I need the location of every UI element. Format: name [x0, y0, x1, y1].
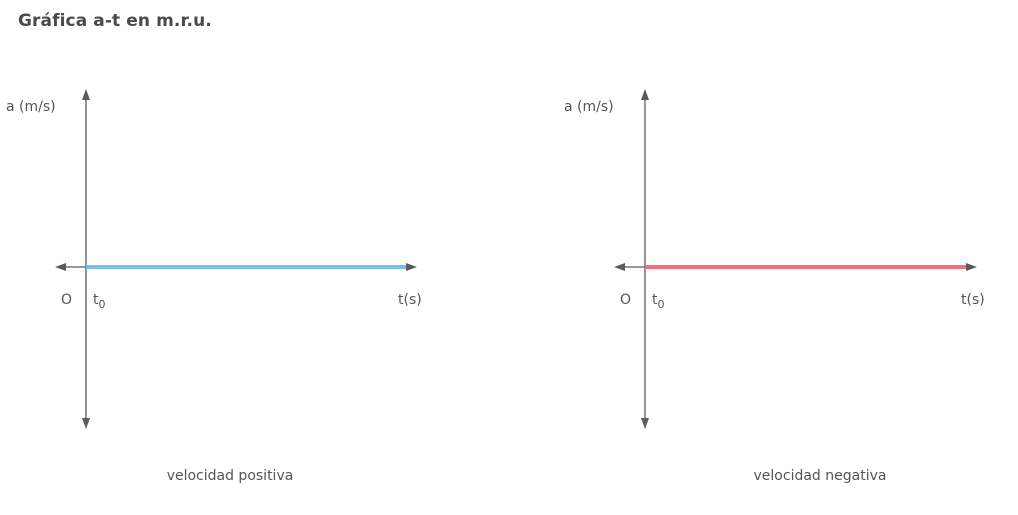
y-axis-arrow-down [82, 418, 90, 429]
y-axis-arrow-down [641, 418, 649, 429]
chart-right: a (m/s) t(s) O t0 [564, 89, 985, 429]
y-axis-label: a (m/s) [6, 99, 56, 115]
x-axis-arrow-left [614, 263, 625, 271]
t0-label-base: t [93, 292, 99, 308]
origin-label: O [620, 292, 631, 308]
origin-label: O [61, 292, 72, 308]
t0-label: t0 [652, 292, 665, 311]
caption-left: velocidad positiva [166, 468, 294, 484]
t0-label-sub: 0 [658, 298, 665, 311]
t0-label: t0 [93, 292, 106, 311]
t0-label-base: t [652, 292, 658, 308]
y-axis-arrow-up [641, 89, 649, 100]
y-axis-arrow-up [82, 89, 90, 100]
x-axis-label: t(s) [398, 292, 422, 308]
x-axis-label: t(s) [961, 292, 985, 308]
y-axis-label: a (m/s) [564, 99, 614, 115]
caption-right: velocidad negativa [753, 468, 887, 484]
chart-left: a (m/s) t(s) O t0 [6, 89, 422, 429]
x-axis-arrow-right [406, 263, 417, 271]
x-axis-arrow-left [55, 263, 66, 271]
page-title: Gráfica a-t en m.r.u. [18, 11, 212, 31]
t0-label-sub: 0 [99, 298, 106, 311]
x-axis-arrow-right [966, 263, 977, 271]
